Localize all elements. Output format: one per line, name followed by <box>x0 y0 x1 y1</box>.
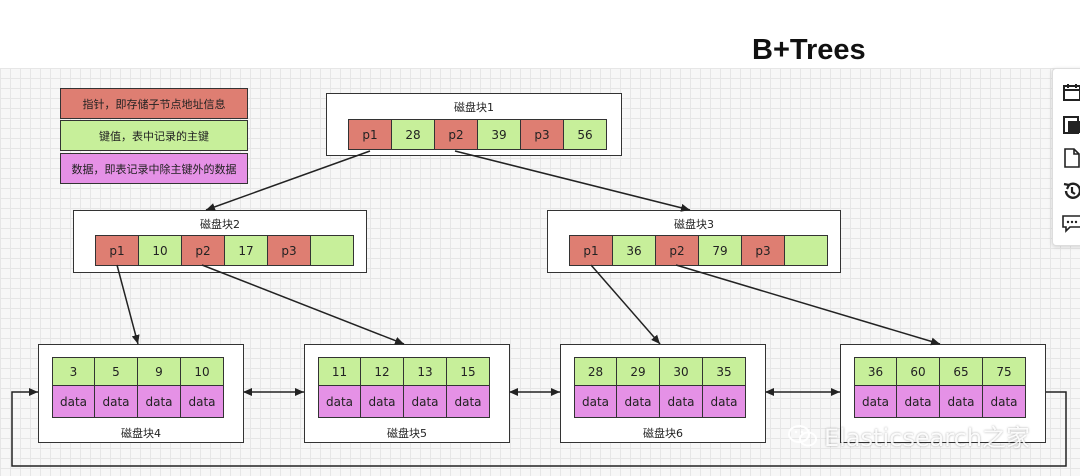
key-cell <box>310 235 354 266</box>
leaf-data-cell: data <box>982 385 1026 418</box>
watermark: Elasticsearch之家 <box>788 418 1030 453</box>
leaf-data-cell: data <box>616 385 660 418</box>
leaf-key-cell: 35 <box>702 357 746 386</box>
leaf-key-cell: 9 <box>137 357 181 386</box>
key-cell: 36 <box>612 235 656 266</box>
leaf-data-cell: data <box>403 385 447 418</box>
key-cell: 56 <box>563 119 607 150</box>
leaf-key-cell: 13 <box>403 357 447 386</box>
side-toolbar <box>1052 68 1080 246</box>
leaf-key-cell: 60 <box>896 357 940 386</box>
key-cell: 10 <box>138 235 182 266</box>
leaf-data-cell: data <box>94 385 138 418</box>
edge-b2-p1 <box>116 264 140 345</box>
calendar-icon[interactable] <box>1061 81 1080 103</box>
leaf-data-cell: data <box>939 385 983 418</box>
legend-pointer: 指针，即存储子节点地址信息 <box>60 88 248 119</box>
block-label: 磁盘块6 <box>643 427 683 440</box>
legend-data: 数据，即表记录中除主键外的数据 <box>60 153 248 184</box>
leaf-data-cell: data <box>702 385 746 418</box>
legend-key: 键值，表中记录的主键 <box>60 120 248 151</box>
pointer-cell: p2 <box>655 235 699 266</box>
leaf-data-cell: data <box>318 385 361 418</box>
edge-root-p2 <box>454 150 691 212</box>
edge-b2-p2 <box>201 264 405 345</box>
leaf-key-cell: 28 <box>574 357 617 386</box>
copy-icon[interactable] <box>1061 114 1080 136</box>
leaf-key-cell: 65 <box>939 357 983 386</box>
leaf-data-cell: data <box>574 385 617 418</box>
pointer-cell: p2 <box>434 119 478 150</box>
leaf-data-cell: data <box>896 385 940 418</box>
comment-icon[interactable] <box>1061 212 1080 234</box>
file-icon[interactable] <box>1061 147 1080 169</box>
block-label: 磁盘块5 <box>387 427 427 440</box>
block-label: 磁盘块4 <box>121 427 161 440</box>
pointer-cell: p3 <box>520 119 564 150</box>
key-cell: 39 <box>477 119 521 150</box>
edge-b3-p1 <box>590 264 661 345</box>
pointer-cell: p3 <box>741 235 785 266</box>
pointer-cell: p3 <box>267 235 311 266</box>
leaf-data-cell: data <box>360 385 404 418</box>
leaf-data-cell: data <box>180 385 224 418</box>
edge-root-p1 <box>205 150 371 211</box>
page-title: B+Trees <box>752 34 866 66</box>
history-icon[interactable] <box>1061 180 1080 202</box>
leaf-key-cell: 15 <box>446 357 490 386</box>
key-cell <box>784 235 828 266</box>
key-cell: 28 <box>391 119 435 150</box>
watermark-text: Elasticsearch之家 <box>824 424 1031 452</box>
pointer-cell: p1 <box>95 235 139 266</box>
wechat-icon <box>788 424 817 446</box>
key-cell: 17 <box>224 235 268 266</box>
leaf-data-cell: data <box>446 385 490 418</box>
block-label: 磁盘块1 <box>454 101 494 114</box>
block-label: 磁盘块3 <box>674 218 714 231</box>
leaf-key-cell: 75 <box>982 357 1026 386</box>
leaf-data-cell: data <box>659 385 703 418</box>
block-label: 磁盘块2 <box>200 218 240 231</box>
leaf-data-cell: data <box>137 385 181 418</box>
key-cell: 79 <box>698 235 742 266</box>
link-wrap <box>11 388 1067 467</box>
edge-b3-p2 <box>675 264 941 346</box>
